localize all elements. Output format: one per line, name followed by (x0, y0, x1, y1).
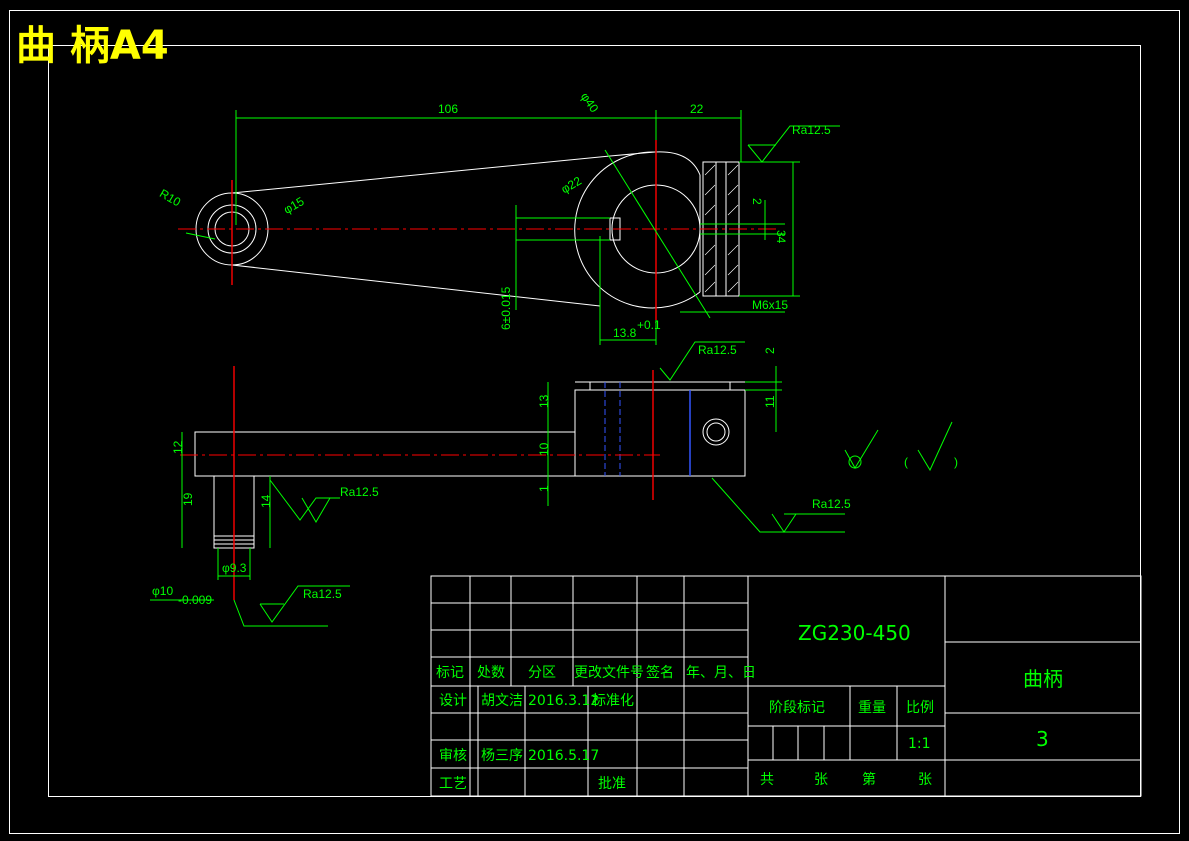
page-title: 曲 柄A4 (16, 23, 169, 69)
dim-13: 13 (537, 394, 551, 408)
tb-col-mark: 标记 (436, 665, 464, 681)
set-screw-outer (702, 418, 730, 446)
dim-6-tol: 6±0.015 (499, 286, 513, 330)
outer-border (9, 10, 1180, 834)
arm-bottom-edge (231, 264, 601, 307)
roughness-4: Ra12.5 (812, 497, 851, 511)
roughness-paren-close: ) (954, 455, 958, 469)
roughness-paren-open: ( (904, 455, 908, 469)
tb-total: 共 (760, 772, 774, 788)
dim-19: 19 (181, 492, 195, 506)
tb-part-name: 曲柄 (1023, 667, 1063, 691)
tb-sheets2: 张 (918, 772, 932, 788)
arm-top-edge (231, 155, 611, 194)
dim-r10: R10 (157, 186, 183, 209)
tb-designer: 胡文洁 (481, 693, 523, 709)
tb-reviewer: 杨三序 (481, 748, 523, 764)
boss-body (574, 389, 746, 477)
roughness-5: Ra12.5 (303, 587, 342, 601)
dim-1: 1 (537, 485, 551, 492)
tb-col-count: 处数 (477, 665, 505, 681)
dim-11: 11 (763, 395, 777, 408)
dim-2-front: 2 (763, 347, 777, 354)
dim-2-top: 2 (750, 198, 764, 205)
roughness-3: Ra12.5 (340, 485, 379, 499)
tb-col-date: 年、月、日 (686, 665, 756, 681)
tb-approve: 批准 (598, 776, 626, 792)
tb-drawing-no: 3 (1036, 727, 1049, 751)
top-view: 106 22 φ40 R10 φ15 φ22 34 2 6±0.015 13.8… (157, 90, 840, 345)
dim-106: 106 (438, 102, 458, 116)
title-block: ZG230-450 曲柄 3 标记 处数 分区 更改文件号 签名 年、月、日 设… (430, 575, 1142, 797)
dim-13-8: 13.8 (613, 326, 637, 340)
tb-col-signature: 签名 (646, 664, 674, 681)
tb-row-design: 设计 (439, 693, 467, 709)
tb-sheet-no: 第 (862, 771, 876, 788)
tb-row-process: 工艺 (439, 776, 467, 792)
dim-dia22: φ22 (559, 173, 585, 196)
tb-sheets1: 张 (814, 772, 828, 788)
tb-standardize: 标准化 (592, 693, 634, 709)
dim-dia40: φ40 (578, 90, 602, 116)
tb-scale: 1:1 (908, 736, 931, 752)
dim-14: 14 (259, 494, 273, 508)
tb-row-review: 审核 (439, 748, 467, 764)
dim-dia10: φ10 (152, 584, 173, 598)
dim-dia15: φ15 (281, 194, 307, 217)
centerline-big-diag (604, 149, 711, 319)
dim-12: 12 (171, 440, 185, 454)
dim-10: 10 (537, 442, 551, 456)
tb-material: ZG230-450 (798, 621, 911, 645)
set-screw-inner (706, 422, 726, 442)
tb-weight: 重量 (858, 700, 886, 716)
front-view: 12 19 14 φ9.3 φ10 -0.009 13 10 1 2 11 Ra… (150, 341, 958, 627)
dim-34: 34 (774, 230, 788, 244)
clamp-hatching (704, 162, 739, 296)
big-boss-right (654, 151, 701, 292)
dim-13-8-tol: +0.1 (637, 318, 661, 332)
roughness-2: Ra12.5 (698, 343, 737, 357)
dim-thread: M6x15 (752, 298, 788, 312)
tb-review-date: 2016.5.17 (528, 748, 599, 764)
arm-body (194, 431, 576, 477)
dim-22: 22 (690, 102, 704, 116)
tb-scale-label: 比例 (906, 700, 934, 716)
tb-stage-mark: 阶段标记 (769, 700, 825, 716)
roughness-1: Ra12.5 (792, 123, 831, 137)
tb-col-change-doc: 更改文件号 (574, 665, 644, 681)
inner-border (48, 45, 1141, 797)
dim-dia9-3: φ9.3 (222, 561, 247, 575)
big-boss-outer (574, 151, 701, 309)
arm-top-edge2 (609, 151, 656, 157)
dim-dia10-tol: -0.009 (178, 593, 212, 607)
tb-col-zone: 分区 (528, 665, 556, 681)
tb-design-date: 2016.3.12 (528, 693, 599, 709)
